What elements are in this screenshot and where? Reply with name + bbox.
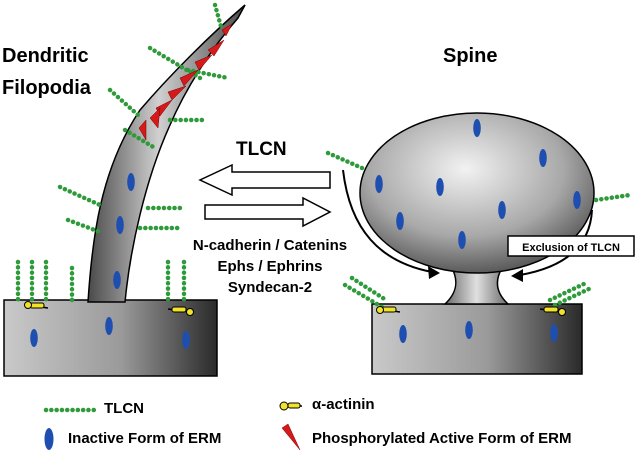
legend-active-erm-label: Phosphorylated Active Form of ERM <box>312 430 572 447</box>
exclusion-callout-box <box>507 235 635 257</box>
filopodium <box>87 4 246 303</box>
arrow-tlcn-label: TLCN <box>236 139 287 160</box>
exclusion-arrowhead-left <box>428 266 440 279</box>
molecule-line-2: Ephs / Ephrins <box>217 258 323 275</box>
inactive-erm-markers <box>30 119 581 349</box>
legend-inactive-erm-icon <box>44 428 54 450</box>
left-dendrite-shaft <box>3 299 218 377</box>
exclusion-arrow-left <box>342 169 433 273</box>
legend-active-erm-icon <box>281 423 301 451</box>
legend-actinin-icon <box>279 401 302 411</box>
molecule-line-3: Syndecan-2 <box>227 279 313 296</box>
arrow-right <box>204 196 332 228</box>
title-dendritic: Dendritic <box>2 45 89 67</box>
right-dendrite-shaft <box>371 303 583 375</box>
legend-actinin-label: α-actinin <box>312 396 375 413</box>
spine-neck <box>443 267 510 305</box>
spine-head <box>359 112 595 274</box>
molecule-line-1: N-cadherin / Catenins <box>192 237 348 254</box>
legend-tlcn-label: TLCN <box>104 400 144 417</box>
title-spine: Spine <box>443 45 498 67</box>
active-erm-markers <box>138 23 233 141</box>
title-filopodia: Filopodia <box>2 77 91 99</box>
legend-inactive-erm-label: Inactive Form of ERM <box>68 430 222 447</box>
alpha-actinin-markers <box>24 301 566 316</box>
arrow-left <box>198 163 331 197</box>
exclusion-callout-text: Exclusion of TLCN <box>522 242 620 254</box>
exclusion-arrowhead-right <box>511 269 523 282</box>
